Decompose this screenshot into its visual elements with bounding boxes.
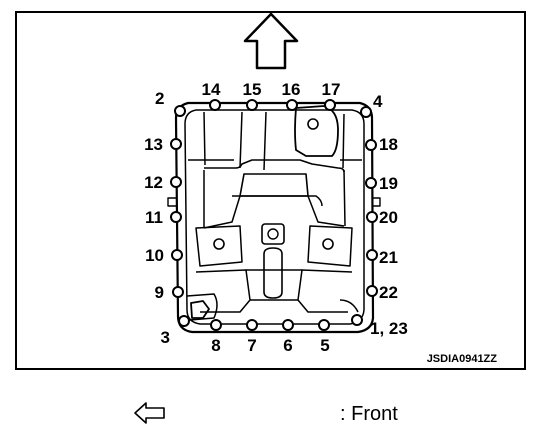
bolt-3 — [178, 315, 190, 327]
bolt-label: 21 — [379, 248, 398, 267]
bolt-label: 1, 23 — [370, 319, 408, 338]
bolt-6 — [282, 319, 294, 331]
bolt-16 — [286, 99, 298, 111]
bolt-7 — [246, 319, 258, 331]
bolt-label: 10 — [145, 246, 164, 265]
bolt-10 — [171, 249, 183, 261]
bolt-holes — [170, 99, 378, 331]
bolt-9 — [172, 286, 184, 298]
bolt-label: 18 — [379, 135, 398, 154]
bolt-4 — [360, 106, 372, 118]
bolt-15 — [246, 99, 258, 111]
bolt-label: 15 — [243, 80, 262, 99]
bolt-label: 12 — [144, 173, 163, 192]
bolt-2 — [174, 105, 186, 117]
legend-front-label: : Front — [340, 403, 398, 425]
bolt-label: 20 — [379, 208, 398, 227]
bolt-label: 7 — [247, 336, 256, 355]
bolt-label: 4 — [373, 92, 383, 111]
diagram-frame — [15, 11, 526, 370]
bolt-label: 2 — [155, 89, 164, 108]
bolt-11 — [170, 211, 182, 223]
bolt-labels: 2 14 15 16 17 4 13 18 12 19 11 20 10 21 … — [144, 80, 408, 355]
bolt-label: 5 — [320, 336, 329, 355]
bolt-19 — [365, 177, 377, 189]
bolt-22 — [366, 285, 378, 297]
bolt-label: 9 — [155, 283, 164, 302]
bolt-label: 17 — [322, 80, 341, 99]
bolt-label: 19 — [379, 174, 398, 193]
bolt-5 — [318, 319, 330, 331]
bolt-label: 8 — [211, 336, 220, 355]
oil-pan-outline — [167, 101, 381, 334]
bolt-label: 14 — [202, 80, 221, 99]
bolt-20 — [366, 211, 378, 223]
bolt-1-23 — [351, 314, 363, 326]
arrow-left-icon — [134, 402, 165, 424]
front-up-arrow-icon — [243, 12, 299, 70]
bolt-label: 6 — [283, 336, 292, 355]
bolt-label: 13 — [144, 135, 163, 154]
bolt-label: 3 — [161, 328, 170, 347]
bolt-8 — [210, 319, 222, 331]
diagram-code: JSDIA0941ZZ — [427, 353, 498, 365]
bolt-label: 11 — [145, 208, 163, 227]
bolt-label: 16 — [282, 80, 301, 99]
bolt-label: 22 — [379, 283, 398, 302]
bolt-17 — [324, 99, 336, 111]
bolt-21 — [366, 249, 378, 261]
bolt-12 — [170, 176, 182, 188]
bolt-18 — [365, 139, 377, 151]
bolt-14 — [209, 99, 221, 111]
bolt-13 — [170, 138, 182, 150]
